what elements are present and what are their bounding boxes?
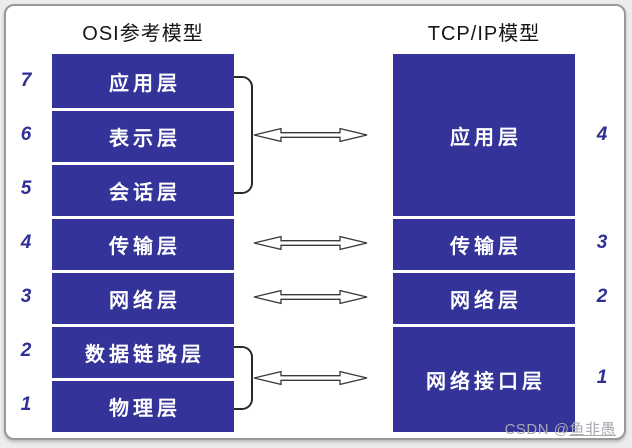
osi-layer-number-6: 6 xyxy=(20,124,32,145)
tcpip-layer-stack: 应用层传输层网络层网络接口层 xyxy=(393,54,575,432)
osi-layer-1: 物理层 xyxy=(52,378,234,432)
osi-layer-2: 数据链路层 xyxy=(52,324,234,378)
watermark-site: CSDN @ xyxy=(504,421,570,438)
double-arrow-2 xyxy=(253,235,368,251)
tcpip-layer-numbers: 4 3 2 1 xyxy=(588,54,616,432)
osi-model-title: OSI参考模型 xyxy=(82,23,204,45)
double-arrow-4 xyxy=(253,370,368,386)
double-arrow-1 xyxy=(253,127,368,143)
osi-layer-5: 会话层 xyxy=(52,162,234,216)
tcpip-layer-1: 网络接口层 xyxy=(393,324,575,432)
osi-layer-number-7: 7 xyxy=(20,70,32,91)
osi-layer-stack: 应用层表示层会话层传输层网络层数据链路层物理层 xyxy=(52,54,234,432)
osi-layer-number-2: 2 xyxy=(20,340,32,361)
tcpip-layer-number-3: 3 xyxy=(596,232,608,253)
tcpip-layer-number-1: 1 xyxy=(596,367,608,388)
watermark-author: 鱼非愚 xyxy=(569,421,616,438)
tcpip-layer-number-2: 2 xyxy=(596,286,608,307)
osi-layer-number-1: 1 xyxy=(20,394,32,415)
osi-layer-number-3: 3 xyxy=(20,286,32,307)
osi-layer-number-5: 5 xyxy=(20,178,32,199)
double-arrow-3 xyxy=(253,289,368,305)
osi-group-bracket-upper xyxy=(234,76,253,194)
tcpip-model-title: TCP/IP模型 xyxy=(427,23,541,45)
osi-layer-7: 应用层 xyxy=(52,54,234,108)
tcpip-layer-2: 网络层 xyxy=(393,270,575,324)
watermark: CSDN @鱼非愚 xyxy=(505,418,616,439)
osi-layer-3: 网络层 xyxy=(52,270,234,324)
osi-layer-number-4: 4 xyxy=(20,232,32,253)
tcpip-layer-4: 应用层 xyxy=(393,54,575,216)
tcpip-layer-3: 传输层 xyxy=(393,216,575,270)
osi-layer-6: 表示层 xyxy=(52,108,234,162)
osi-group-bracket-lower xyxy=(234,346,253,410)
tcpip-layer-number-4: 4 xyxy=(596,124,608,145)
osi-layer-numbers: 7 6 5 4 3 2 1 xyxy=(12,54,40,432)
osi-layer-4: 传输层 xyxy=(52,216,234,270)
